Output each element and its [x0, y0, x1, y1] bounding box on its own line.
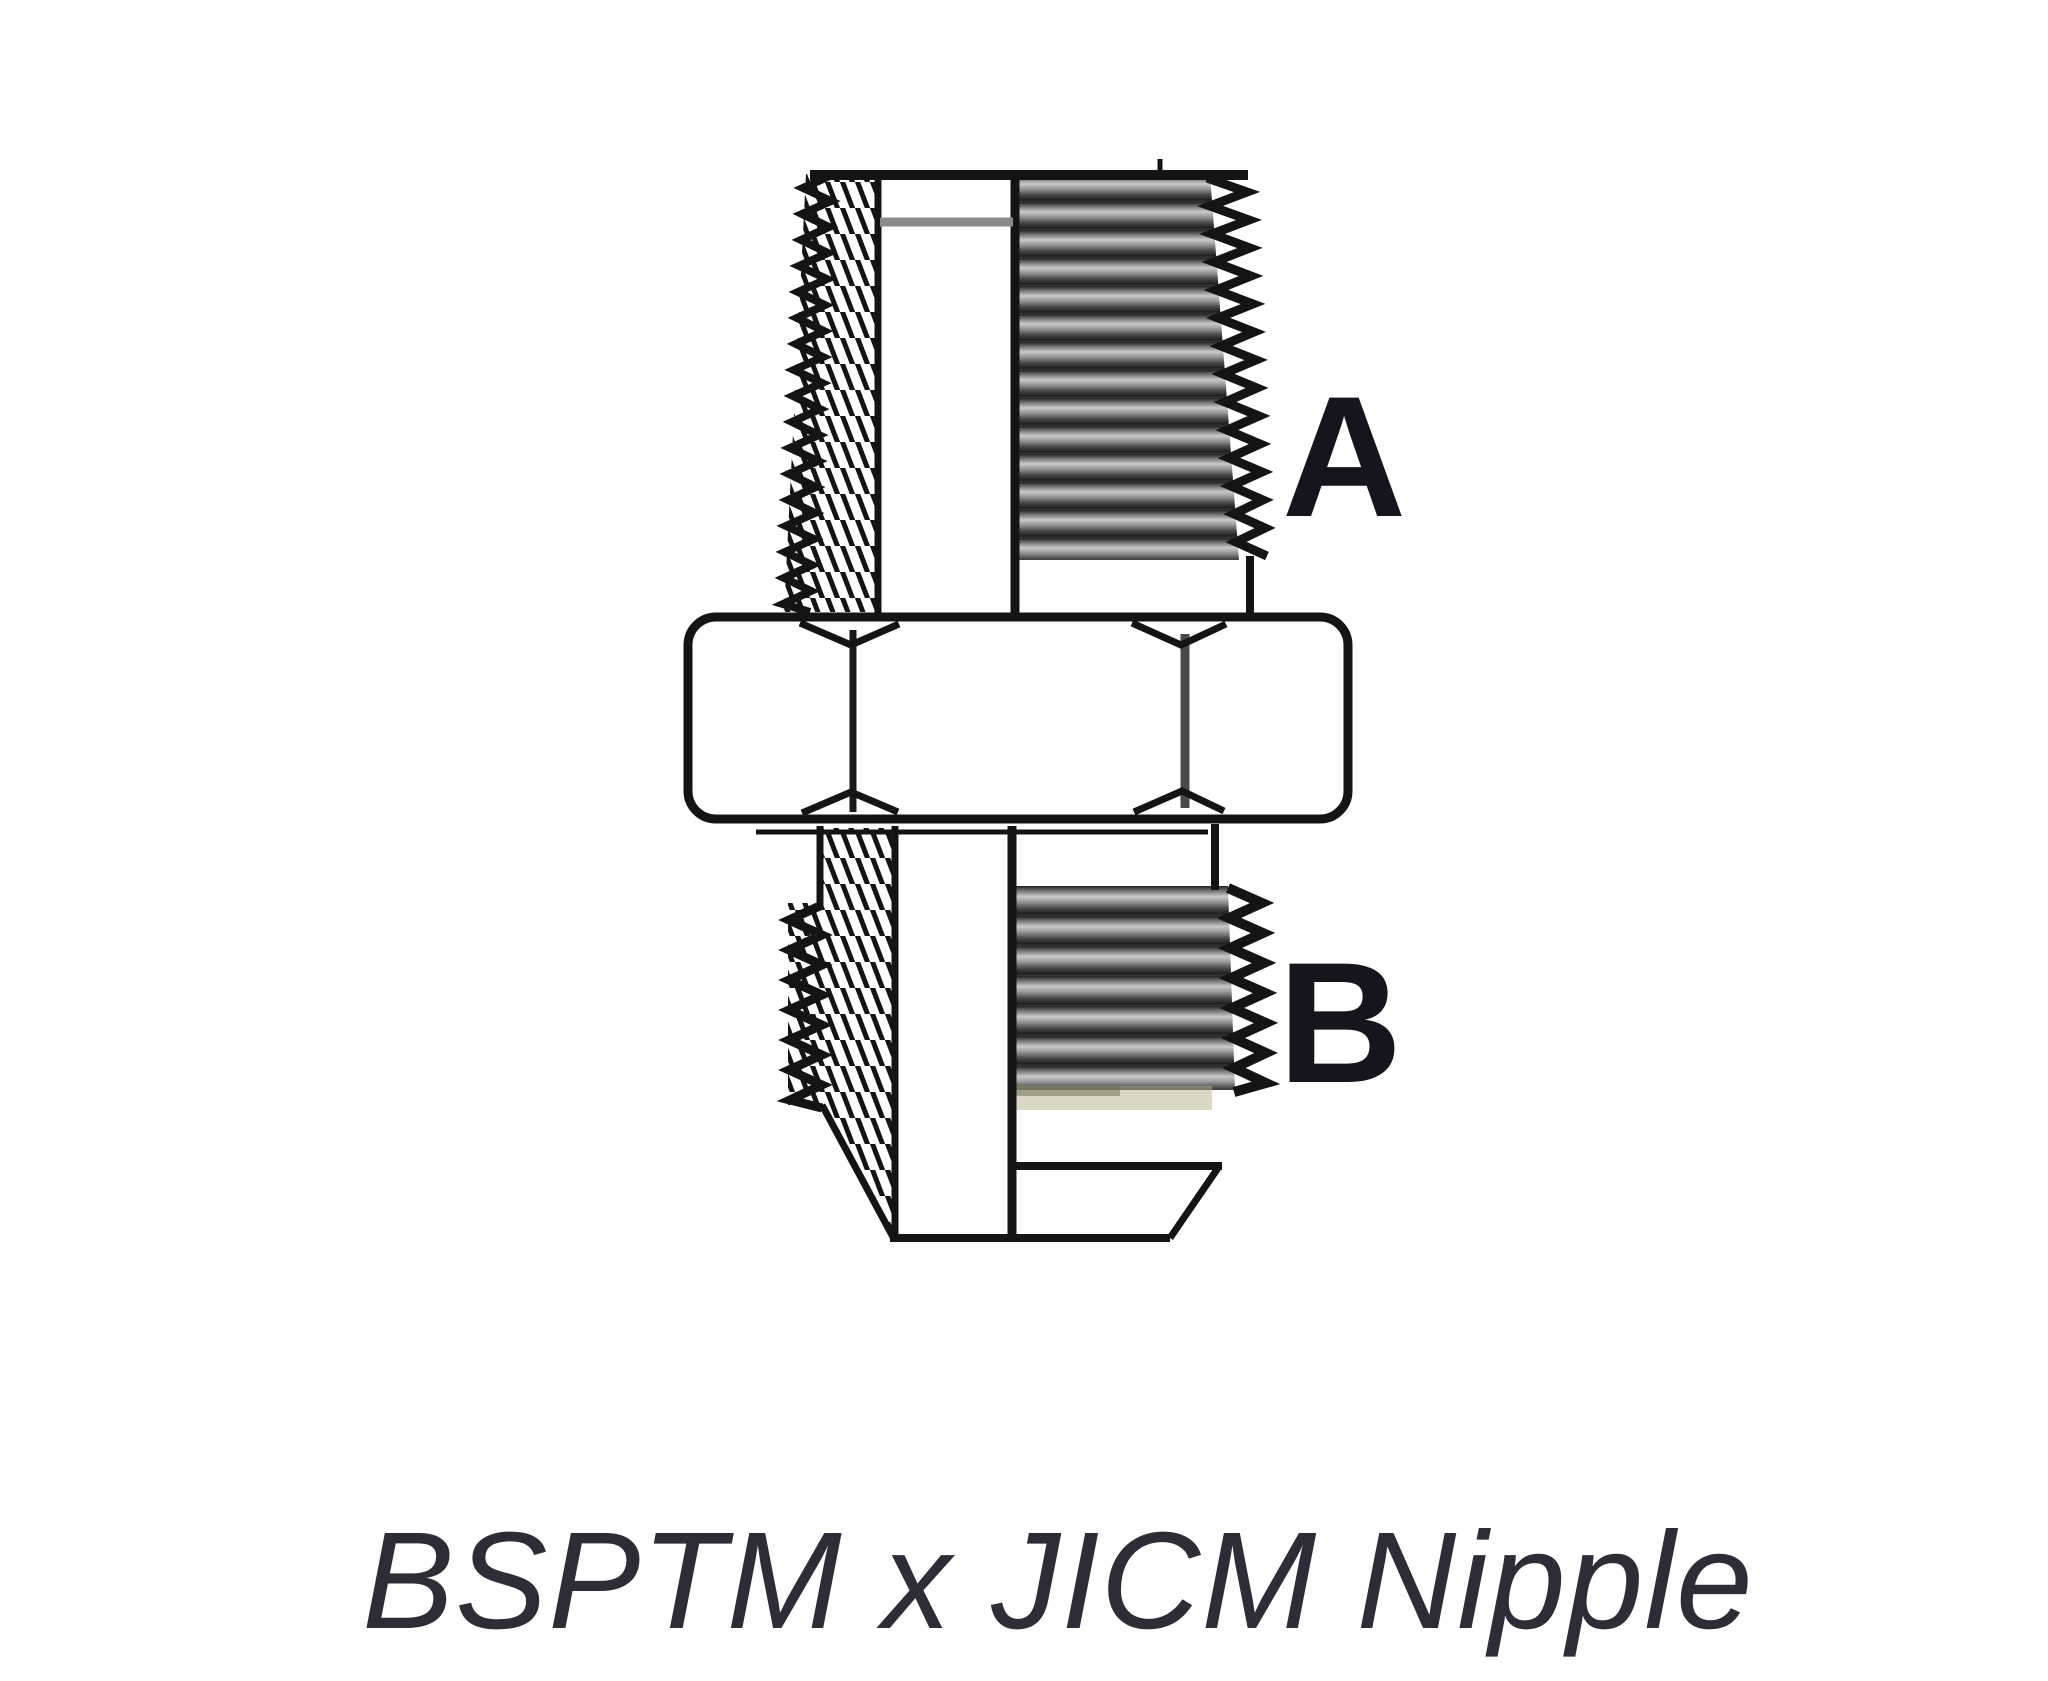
- label-a: A: [1282, 361, 1406, 553]
- hex-chamfer-bottom-left: [800, 788, 900, 817]
- upper-thread-shading: [1015, 174, 1239, 560]
- lower-thread-jic: [776, 824, 1281, 1242]
- lower-left-thread-teeth: [776, 900, 833, 1113]
- hex-nut-body: [683, 612, 1353, 824]
- label-b: B: [1278, 927, 1402, 1119]
- hex-chamfer-top-left: [798, 619, 901, 649]
- lower-thread-shading: [1012, 886, 1235, 1090]
- olive-artifact-dark: [1014, 1086, 1120, 1096]
- nose-right-slant: [1167, 1166, 1221, 1240]
- lower-right-thread-teeth: [1216, 883, 1281, 1097]
- hex-chamfer-top-right: [1130, 619, 1228, 649]
- upper-right-thread-teeth: [1196, 173, 1276, 561]
- diagram-caption: BSPTM x JICM Nipple: [362, 1504, 1754, 1658]
- upper-left-thread-teeth: [771, 171, 841, 616]
- hex-nut: [683, 612, 1353, 835]
- lower-left-taper-edge: [818, 1103, 897, 1239]
- upper-thread-bspt: [771, 159, 1276, 616]
- hex-chamfer-bottom-right: [1132, 787, 1226, 816]
